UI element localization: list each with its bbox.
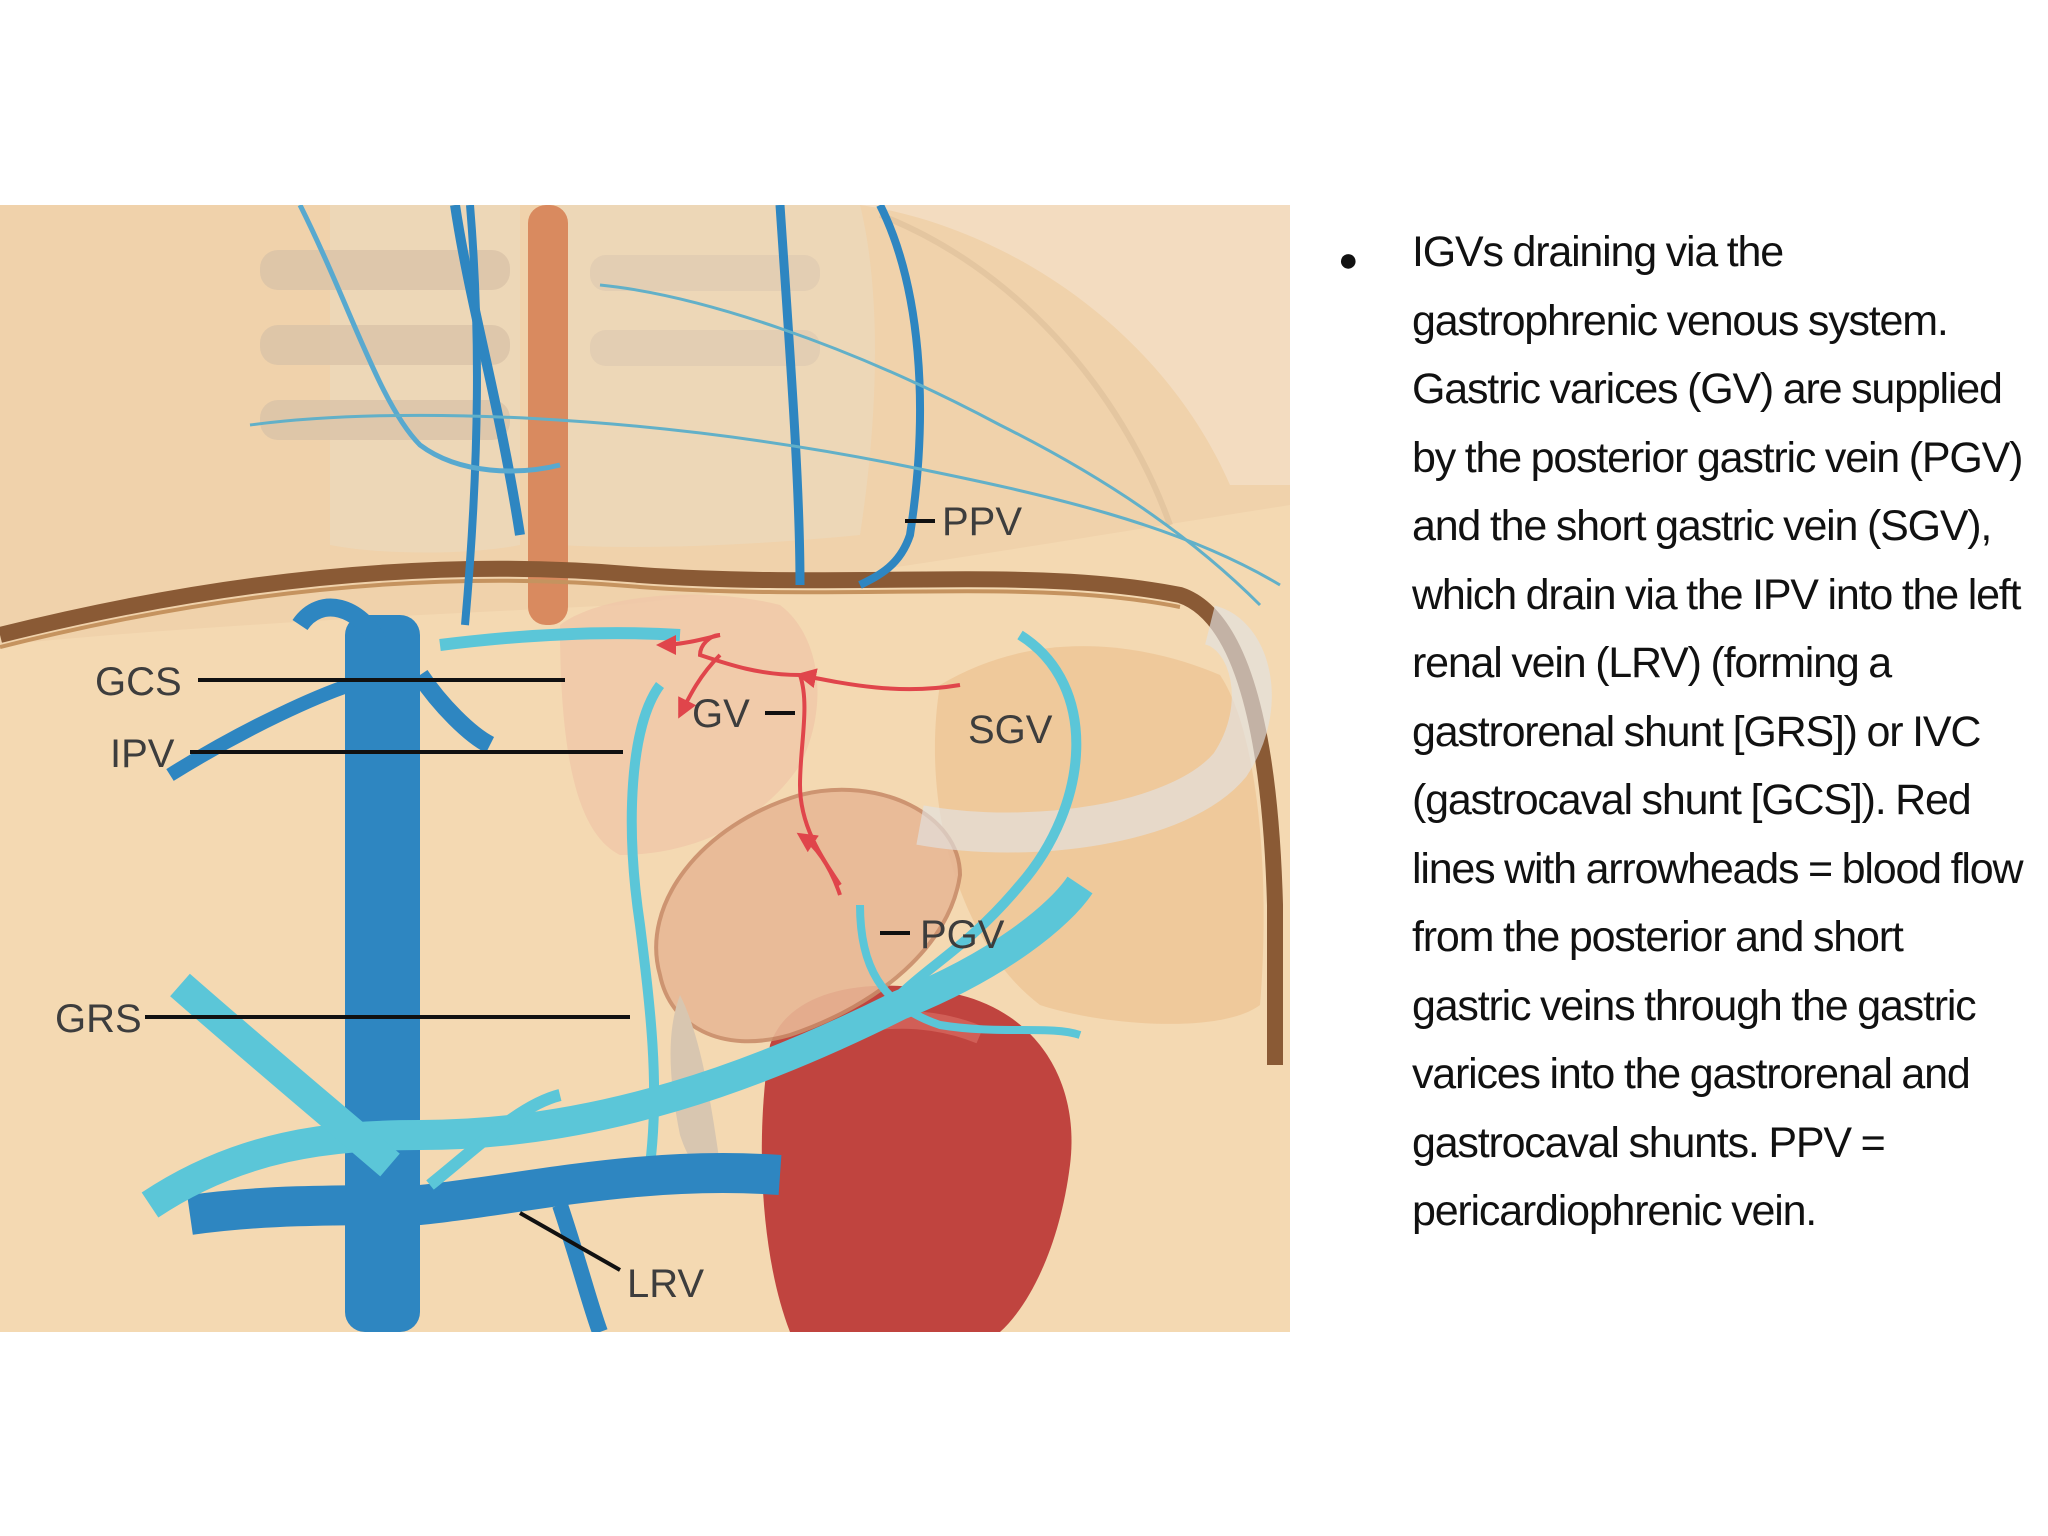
rib xyxy=(260,325,510,365)
gcs-vessel xyxy=(412,669,495,754)
left-renal-vein xyxy=(187,1152,782,1235)
label-gv: GV xyxy=(692,692,750,736)
gcs-branch xyxy=(166,678,353,781)
adrenal-vein xyxy=(426,1089,562,1190)
rib xyxy=(260,400,510,440)
heart-outline xyxy=(860,205,1290,485)
esophagus xyxy=(528,205,568,625)
hepatic-vein-branch xyxy=(292,598,389,650)
renal-branch xyxy=(552,1202,608,1332)
label-ppv: PPV xyxy=(942,500,1022,544)
stomach-body xyxy=(654,787,963,1044)
bullet-dot: ● xyxy=(1338,241,1359,279)
caption-panel: ● IGVs draining via the gastrophrenic ve… xyxy=(1330,218,2030,1246)
thoracic-vein xyxy=(599,283,1262,607)
rib xyxy=(260,250,510,290)
rib xyxy=(590,330,820,366)
label-gcs: GCS xyxy=(95,660,182,704)
label-pgv: PGV xyxy=(920,913,1005,957)
venous-anatomy-svg: PPV GCS IPV GV SGV PGV GRS LRV xyxy=(0,205,1290,1332)
inferior-phrenic-vein xyxy=(439,627,681,651)
grs-shunt xyxy=(141,876,1093,1218)
lung-outline xyxy=(878,212,1173,527)
gonadal-branch xyxy=(170,973,400,1177)
label-lrv: LRV xyxy=(627,1262,704,1306)
thoracic-vein xyxy=(461,205,481,626)
label-sgv: SGV xyxy=(968,708,1053,752)
pgv-vessel xyxy=(856,904,1082,1039)
anatomy-illustration: PPV GCS IPV GV SGV PGV GRS LRV xyxy=(0,205,1290,1332)
diaphragm-edge xyxy=(0,578,1181,649)
flow-arrow xyxy=(678,653,722,719)
azygos-vein xyxy=(450,205,525,536)
thoracic-vein xyxy=(775,205,805,586)
caption-text: IGVs draining via the gastrophrenic veno… xyxy=(1412,228,2024,1235)
thoracic-vein xyxy=(297,205,561,474)
flow-arrow xyxy=(796,832,842,896)
flow-arrow xyxy=(656,633,721,655)
esophageal-tube xyxy=(916,605,1272,853)
rib xyxy=(590,255,820,291)
flow-arrow xyxy=(796,668,961,692)
thoracic-vein xyxy=(249,413,1281,587)
stomach-fundus xyxy=(560,594,818,855)
label-ipv: IPV xyxy=(110,732,175,776)
sgv-vessel xyxy=(896,630,1082,999)
left-kidney xyxy=(761,985,1072,1332)
leader-line-lrv xyxy=(519,1211,621,1272)
pericardiophrenic-vein xyxy=(858,205,924,589)
label-grs: GRS xyxy=(55,997,142,1041)
